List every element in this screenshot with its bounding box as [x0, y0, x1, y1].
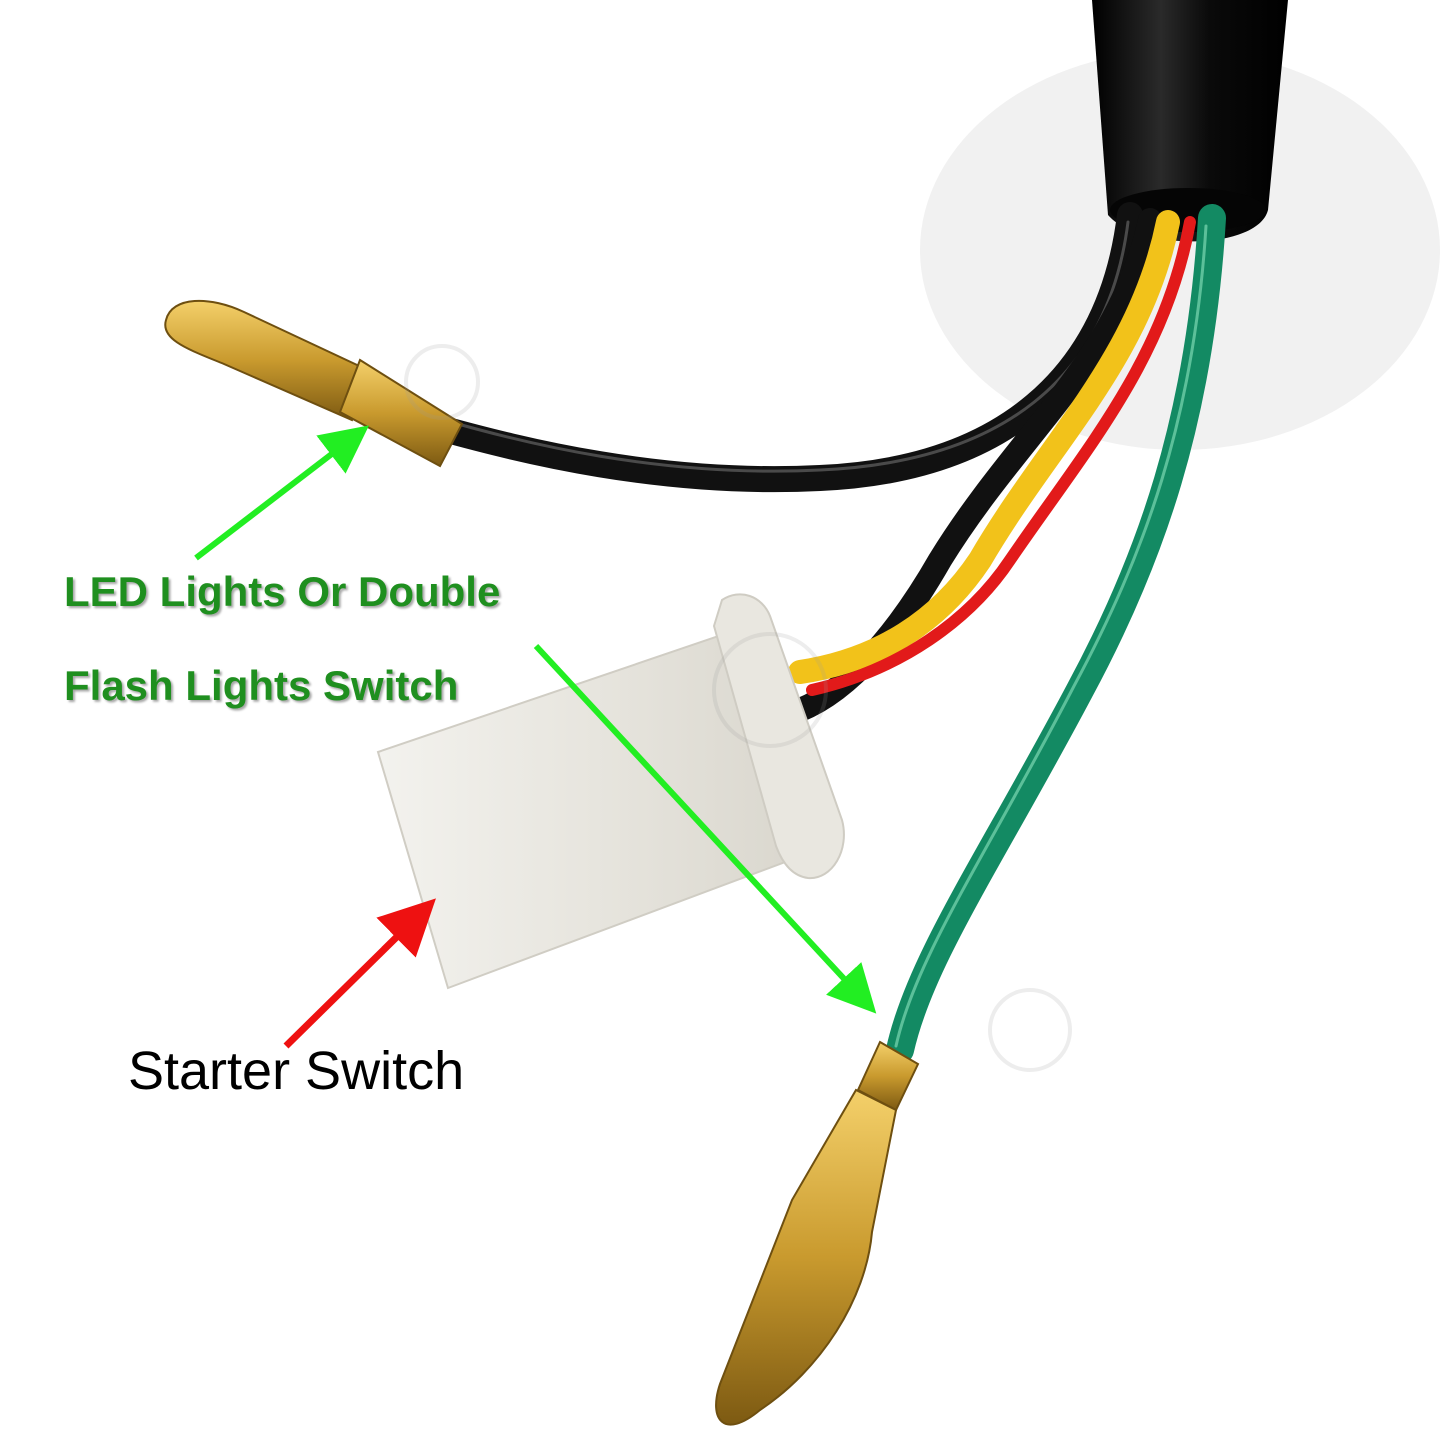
led-switch-label-line1: LED Lights Or Double — [64, 568, 501, 615]
starter-connector-flange — [712, 593, 845, 880]
green-arrow-lower — [533, 643, 877, 1014]
starter-switch-label: Starter Switch — [128, 1041, 465, 1101]
green-wire — [886, 204, 1226, 1064]
red-arrow — [283, 898, 436, 1049]
green-wire-highlight — [894, 224, 1208, 1048]
green-arrow-upper — [194, 425, 370, 561]
copyright-circle-icon — [404, 344, 1072, 1072]
cable-sheath — [1092, 0, 1288, 242]
red-wire — [806, 216, 1196, 696]
left-bullet-terminal — [164, 299, 464, 468]
led-switch-label-line2: Flash Lights Switch — [64, 662, 459, 709]
bottom-bullet-terminal — [715, 1040, 920, 1426]
yellow-wire — [788, 210, 1180, 684]
